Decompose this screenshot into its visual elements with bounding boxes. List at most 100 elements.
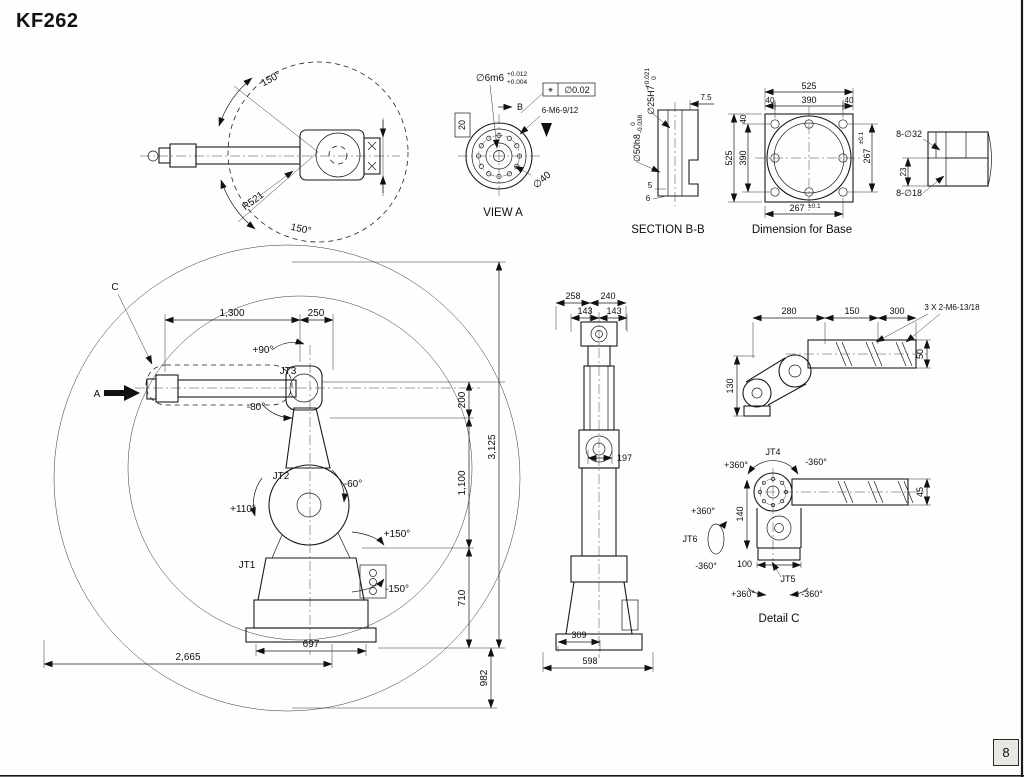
bolt-circle-label: ∅40 xyxy=(531,169,553,191)
detail-c-title: Detail C xyxy=(759,613,800,625)
section-b-label: B xyxy=(517,102,523,112)
model-title: KF262 xyxy=(16,10,79,32)
top-swing-angle-bottom: 150° xyxy=(290,222,313,237)
jt1-plus-angle: +150° xyxy=(384,529,411,540)
view-a: ∅6m6 +0.012 +0.004 ⌖ ∅0.02 B 6-M6-9/12 2… xyxy=(454,71,596,219)
base-bottom-267: 267 xyxy=(789,203,804,213)
pin-tol-lower: +0.004 xyxy=(507,79,527,86)
dim-143-right: 143 xyxy=(606,306,621,316)
dim-3125: 3,125 xyxy=(487,434,498,459)
jt3-label: JT3 xyxy=(280,366,297,377)
base-left-390: 390 xyxy=(738,150,748,165)
dim-300: 300 xyxy=(889,306,904,316)
section-bb-title: SECTION B-B xyxy=(631,224,705,236)
base-right-267: 267 xyxy=(862,148,872,163)
dim-140: 140 xyxy=(735,506,745,521)
dim-150: 150 xyxy=(844,306,859,316)
dim-280: 280 xyxy=(781,306,796,316)
tap-holes-label: 6-M6-9/12 xyxy=(542,106,579,115)
jt2-minus-angle: -60° xyxy=(344,479,362,490)
dim-130: 130 xyxy=(725,378,735,393)
dim-258: 258 xyxy=(565,291,580,301)
jt6-plus-angle: +360° xyxy=(691,506,715,516)
depth-label: 20 xyxy=(457,120,467,130)
dim-250: 250 xyxy=(308,308,325,319)
bore-small-label: ∅25H7 xyxy=(646,85,656,114)
base-left-40: 40 xyxy=(739,114,748,123)
dim-2665: 2,665 xyxy=(175,652,200,663)
base-top-390: 390 xyxy=(801,95,816,105)
pin-tol-upper: +0.012 xyxy=(507,71,527,78)
bore-large-tol-upper: 0 xyxy=(630,122,637,126)
position-tolerance: ∅0.02 xyxy=(564,85,589,95)
jt6-rotation-arrow xyxy=(719,521,727,529)
top-swing-angle-top: 150° xyxy=(260,70,283,89)
detail-c: 280 150 300 3 X 2-M6-13/18 130 50 xyxy=(682,303,980,625)
bore-small-tol-upper: +0.021 xyxy=(644,68,651,88)
dim-197: 197 xyxy=(617,453,632,463)
base-top-total: 525 xyxy=(801,81,816,91)
jt1-minus-angle: -150° xyxy=(385,584,409,595)
jt4-plus-angle: +360° xyxy=(724,460,748,470)
base-dimensions: 525 40 390 40 525 390 40 267 ±0.1 xyxy=(724,81,878,236)
pin-diameter-label: ∅6m6 xyxy=(476,73,505,84)
jt3-plus-angle: +90° xyxy=(253,345,274,356)
jt6-minus-angle: -360° xyxy=(695,561,717,571)
base-left-total: 525 xyxy=(724,150,734,165)
bolt-holes xyxy=(475,132,523,180)
side-view: C A 1,300 250 +90° JT3 -80° 200 xyxy=(43,244,521,712)
dim-45: 45 xyxy=(915,487,925,497)
dim-50: 50 xyxy=(915,349,925,359)
view-a-title: VIEW A xyxy=(483,207,523,219)
dim-1300: 1,300 xyxy=(219,308,244,319)
jt3-minus-angle: -80° xyxy=(247,402,265,413)
base-top-40-left: 40 xyxy=(766,96,775,105)
dim-710: 710 xyxy=(457,589,468,606)
dim-598: 598 xyxy=(582,656,597,666)
bore-small-tol-lower: 0 xyxy=(651,76,658,80)
jt4-minus-angle: -360° xyxy=(805,457,827,467)
dim-200: 200 xyxy=(457,391,468,408)
dim-7-5: 7.5 xyxy=(700,93,712,102)
bore-large-tol-lower: -0.038 xyxy=(637,114,644,133)
base-top-40-right: 40 xyxy=(845,96,854,105)
page-number: 8 xyxy=(993,739,1019,766)
base-right-tol: ±0.1 xyxy=(858,131,865,144)
wrist-bolts-label: 3 X 2-M6-13/18 xyxy=(924,303,980,312)
dim-309: 309 xyxy=(571,630,586,640)
jt5-plus-angle: +360° xyxy=(731,589,755,599)
front-view: 258 240 143 143 197 309 598 xyxy=(542,291,654,672)
dim-6: 6 xyxy=(646,194,651,203)
view-a-arrow xyxy=(104,385,140,401)
jt2-label: JT2 xyxy=(273,471,290,482)
jt4-label: JT4 xyxy=(765,447,780,457)
base-bolt-holes xyxy=(770,119,848,197)
dim-982: 982 xyxy=(479,669,490,686)
counterbore-holes-label: 8-∅32 xyxy=(896,129,922,139)
dim-697: 697 xyxy=(303,639,320,650)
jt2-plus-angle: +110° xyxy=(230,504,256,515)
dim-5: 5 xyxy=(648,181,653,190)
jt4-bolt-dots xyxy=(758,477,788,507)
dim-1100: 1,100 xyxy=(457,470,468,495)
top-view: 150° 150° R521 xyxy=(140,61,409,243)
dim-240: 240 xyxy=(600,291,615,301)
dim-100: 100 xyxy=(737,559,752,569)
jt5-label: JT5 xyxy=(780,574,795,584)
jt5-minus-angle: -360° xyxy=(801,589,823,599)
through-holes-label: 8-∅18 xyxy=(896,188,922,198)
section-b-b: 7.5 ∅25H7 +0.021 0 ∅50h8 0 -0.038 5 6 SE… xyxy=(630,68,714,236)
dim-143-left: 143 xyxy=(577,306,592,316)
jt6-label: JT6 xyxy=(682,534,697,544)
top-radius-label: R521 xyxy=(240,190,266,213)
base-profile: 8-∅32 23 8-∅18 xyxy=(896,129,992,198)
base-title: Dimension for Base xyxy=(752,224,852,236)
section-cut-arrow xyxy=(541,123,552,137)
base-bottom-tol: ±0.1 xyxy=(808,203,821,210)
position-symbol: ⌖ xyxy=(548,85,553,95)
bore-large-label: ∅50h8 xyxy=(632,134,642,162)
jt1-label: JT1 xyxy=(239,560,256,571)
detail-c-callout: C xyxy=(111,282,118,293)
